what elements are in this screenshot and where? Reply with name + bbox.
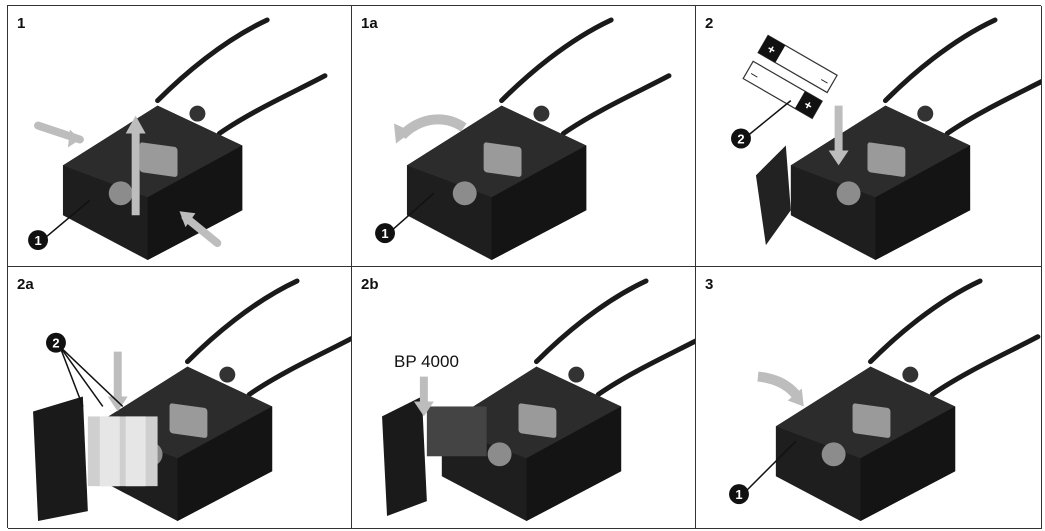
panel-step-1: 1 1 [8, 6, 352, 267]
device-illustration: + – – + 2 [731, 6, 1041, 266]
device-illustration: 1 [375, 6, 695, 266]
panel-step-2a: 2 2a [8, 267, 352, 529]
step-label: 2 [705, 15, 714, 32]
callout-marker: 1 [381, 226, 388, 241]
panel-step-3: 1 3 [696, 267, 1042, 529]
step-label: 1 [17, 15, 26, 32]
step-label: 1a [361, 15, 378, 32]
callout-marker: 2 [52, 336, 59, 351]
instruction-grid: 1 1 1 1a + – [7, 5, 1042, 529]
panel-step-1a: 1 1a [352, 6, 696, 267]
callout-marker: 1 [34, 233, 41, 248]
device-illustration: 1 [729, 267, 1041, 528]
panel-step-2: + – – + 2 2 [696, 6, 1042, 267]
panel-step-2b: 2b BP 4000 [352, 267, 696, 529]
step-label: 3 [705, 276, 714, 293]
device-illustration [382, 267, 695, 528]
battery-pack-label: BP 4000 [394, 352, 459, 371]
step-label: 2a [17, 276, 34, 293]
battery-illustration: + – – + [742, 34, 838, 120]
callout-marker: 1 [735, 487, 742, 502]
device-illustration: 1 [28, 6, 351, 266]
device-illustration: 2 [33, 267, 351, 522]
callout-marker: 2 [737, 131, 744, 146]
step-label: 2b [361, 276, 379, 293]
